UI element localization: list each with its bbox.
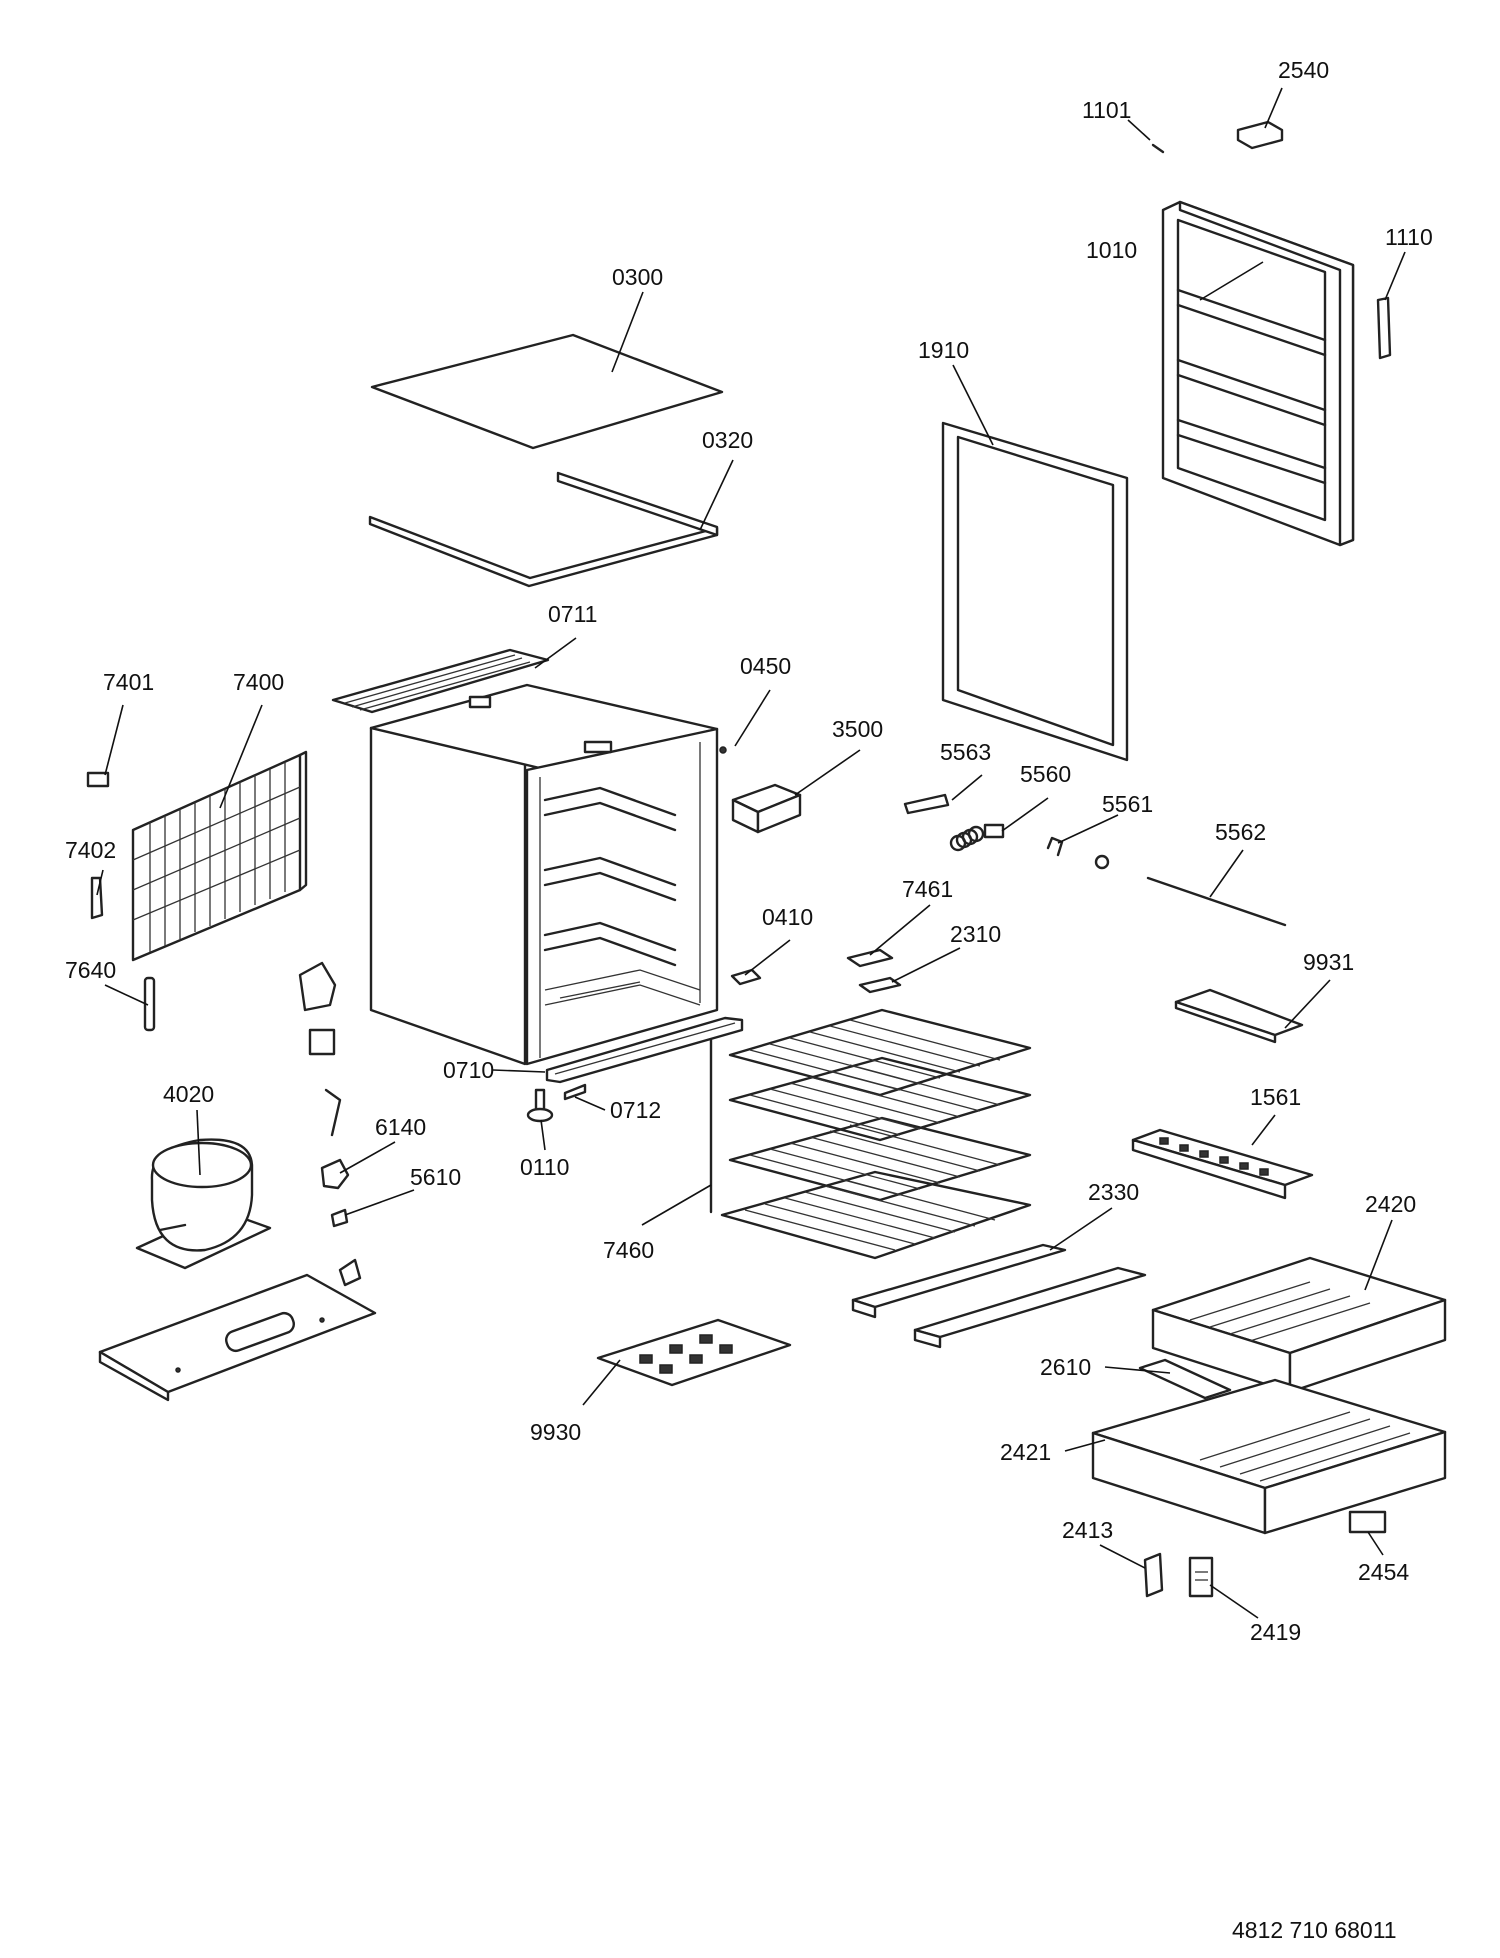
label-4020: 4020 (163, 1081, 214, 1107)
part-2310 (858, 976, 902, 994)
condenser (131, 750, 308, 962)
rod-5562 (1146, 876, 1287, 927)
label-7402: 7402 (65, 837, 116, 863)
label-9930: 9930 (530, 1419, 581, 1445)
label-6140: 6140 (375, 1114, 426, 1140)
part-labels: 2540 1101 1110 1010 0300 1910 0320 0711 … (65, 57, 1433, 1645)
part-3500 (731, 783, 802, 834)
label-0320: 0320 (702, 427, 753, 453)
divider-2610 (1138, 1358, 1232, 1400)
label-0300: 0300 (612, 264, 663, 290)
label-2413: 2413 (1062, 1517, 1113, 1543)
label-2420: 2420 (1365, 1191, 1416, 1217)
wire-shelves (709, 1008, 1032, 1260)
label-1010: 1010 (1086, 237, 1137, 263)
label-5560: 5560 (1020, 761, 1071, 787)
label-2421: 2421 (1000, 1439, 1051, 1465)
label-2454: 2454 (1358, 1559, 1409, 1585)
foot (526, 1088, 554, 1123)
label-0450: 0450 (740, 653, 791, 679)
label-0410: 0410 (762, 904, 813, 930)
label-5562: 5562 (1215, 819, 1266, 845)
part-5561 (1046, 836, 1064, 857)
label-2419: 2419 (1250, 1619, 1301, 1645)
bottom-grille (545, 1016, 744, 1084)
part-7461 (846, 948, 894, 968)
drawer-lower (1091, 1378, 1447, 1535)
cabinet-body (369, 683, 719, 1066)
label-7401: 7401 (103, 669, 154, 695)
label-9931: 9931 (1303, 949, 1354, 975)
top-frame-rails (368, 471, 719, 588)
compressor (135, 1138, 272, 1270)
bracket-b (308, 1028, 336, 1056)
label-7640: 7640 (65, 957, 116, 983)
label-2610: 2610 (1040, 1354, 1091, 1380)
drawer-upper (1151, 1256, 1447, 1394)
label-5610: 5610 (410, 1164, 461, 1190)
label-2310: 2310 (950, 921, 1001, 947)
part-6140 (320, 1158, 350, 1190)
label-2330: 2330 (1088, 1179, 1139, 1205)
part-5610 (330, 1208, 349, 1228)
label-2540: 2540 (1278, 57, 1329, 83)
label-1561: 1561 (1250, 1084, 1301, 1110)
door (1161, 200, 1355, 547)
label-1910: 1910 (918, 337, 969, 363)
label-1110: 1110 (1385, 224, 1433, 250)
bracket-a (298, 961, 337, 1012)
label-5561: 5561 (1102, 791, 1153, 817)
part-9931 (1174, 988, 1304, 1044)
clip-7401 (86, 771, 110, 788)
part-2413 (1143, 1552, 1164, 1598)
document-number: 4812 710 68011 (1232, 1917, 1397, 1943)
hinge-1110 (1376, 296, 1392, 360)
label-3500: 3500 (832, 716, 883, 742)
spring-5560 (949, 823, 1005, 852)
part-9930 (596, 1318, 792, 1387)
part-2454 (1348, 1510, 1387, 1534)
part-2540 (1236, 120, 1284, 150)
label-7461: 7461 (902, 876, 953, 902)
label-0710: 0710 (443, 1057, 494, 1083)
top-panel (370, 333, 724, 450)
drawer-rails (851, 1243, 1147, 1349)
label-7460: 7460 (603, 1237, 654, 1263)
clip-7402 (90, 876, 104, 920)
label-5563: 5563 (940, 739, 991, 765)
label-0110: 0110 (520, 1154, 569, 1180)
part-5563 (903, 793, 950, 815)
label-1101: 1101 (1082, 97, 1131, 123)
label-0712: 0712 (610, 1097, 661, 1123)
door-gasket (941, 421, 1129, 762)
ice-tray (1131, 1128, 1314, 1200)
part-2419 (1188, 1556, 1214, 1598)
top-grille (331, 648, 550, 714)
leader-lines (96, 87, 1406, 1619)
label-7400: 7400 (233, 669, 284, 695)
label-0711: 0711 (548, 601, 597, 627)
base-plate (98, 1273, 377, 1402)
